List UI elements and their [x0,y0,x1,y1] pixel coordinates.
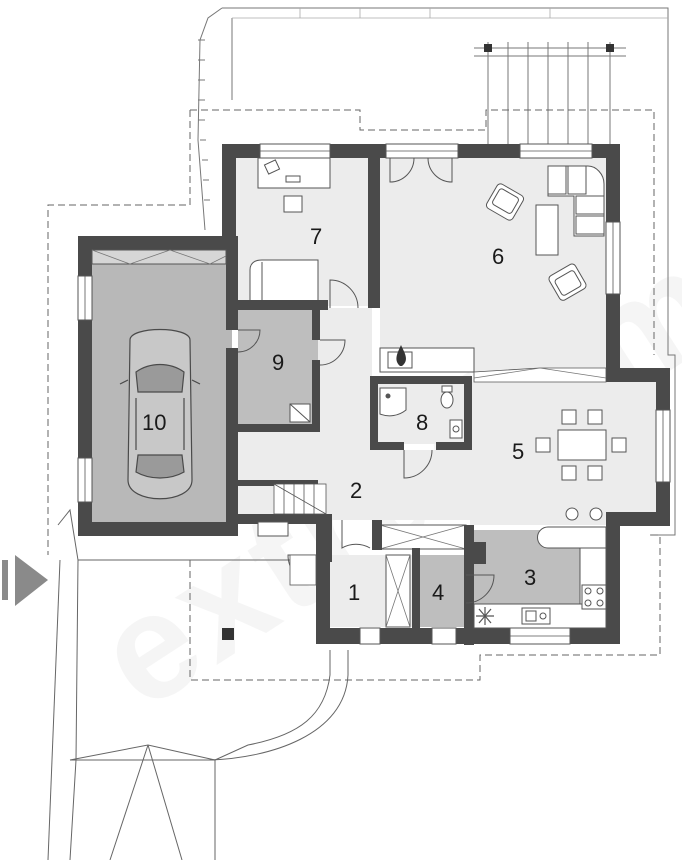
pergola-post [484,44,492,52]
driveway [47,508,349,860]
outdoor-outlines [197,7,676,536]
front-door-step [289,554,317,586]
sofa-icon [547,165,605,237]
lamp-post [222,628,234,640]
entrance-arrow-icon [2,555,48,606]
stairs [273,483,327,515]
room-labels: 1 2 3 4 5 6 7 8 9 10 [142,224,536,605]
pergola [474,42,626,145]
fireplace-icon [379,345,475,373]
room-label-3: 3 [524,565,536,590]
shower-icon [379,387,407,417]
room-label-4: 4 [432,580,444,605]
room-label-8: 8 [416,410,428,435]
bed-icon [249,259,319,300]
roof-outline [47,109,661,681]
pergola-post [606,44,614,52]
room-label-6: 6 [492,244,504,269]
left-terrace-edge [198,39,210,201]
room-4-floor [418,555,466,627]
armchair-icon [548,263,587,301]
room-label-10: 10 [142,410,166,435]
fridge-icon [476,607,494,625]
garage-door[interactable] [91,249,227,265]
room-label-2: 2 [350,478,362,503]
boiler-icon [289,403,311,423]
desk-icon [257,157,331,213]
coffee-table [535,204,559,256]
toilet-icon [440,385,454,409]
room-label-7: 7 [310,224,322,249]
sink-icon [449,419,463,439]
bar-stools [565,507,603,521]
room-label-9: 9 [272,350,284,375]
armchair-icon [485,183,525,221]
room-label-1: 1 [348,580,360,605]
car-icon [119,328,201,500]
room-2-floor [318,308,656,550]
hob-icon [581,584,607,610]
step-line [473,367,607,383]
sink-icon [521,607,551,625]
dining-table-icon [535,409,627,481]
room-label-5: 5 [512,439,524,464]
